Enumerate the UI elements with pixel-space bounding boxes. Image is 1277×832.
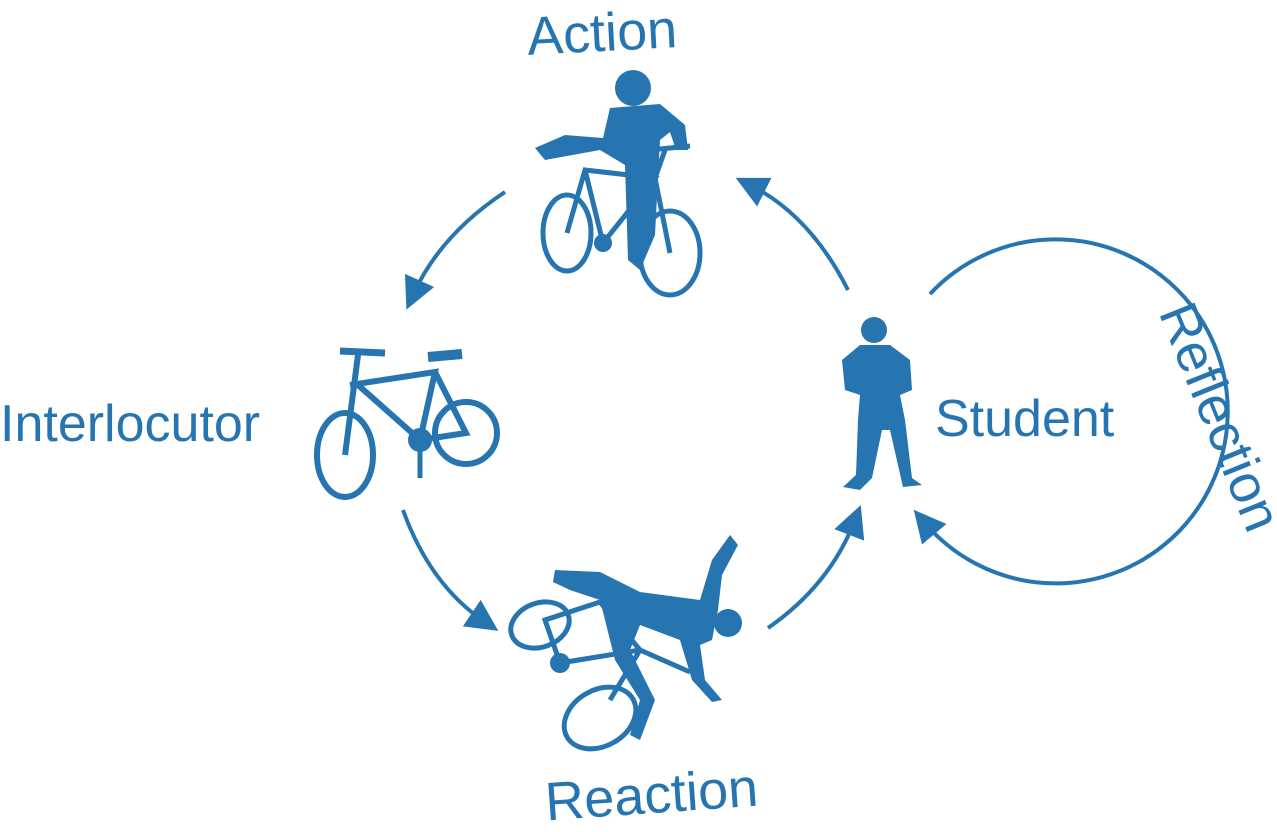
bicycle-icon — [314, 347, 500, 500]
arrow-reaction-to-student — [766, 505, 865, 630]
label-interlocutor: Interlocutor — [0, 395, 261, 453]
reaction-falling-rider-icon — [508, 535, 742, 752]
action-rider-icon — [535, 70, 703, 298]
label-reaction: Reaction — [543, 757, 760, 832]
label-student: Student — [935, 390, 1115, 448]
label-action: Action — [525, 0, 679, 67]
arrow-reflection-loop — [913, 237, 1230, 586]
arrow-interlocutor-to-reaction — [401, 509, 499, 631]
student-figure-icon — [842, 317, 922, 490]
arrow-action-to-interlocutor — [404, 190, 507, 310]
arrow-student-to-action — [735, 177, 850, 291]
